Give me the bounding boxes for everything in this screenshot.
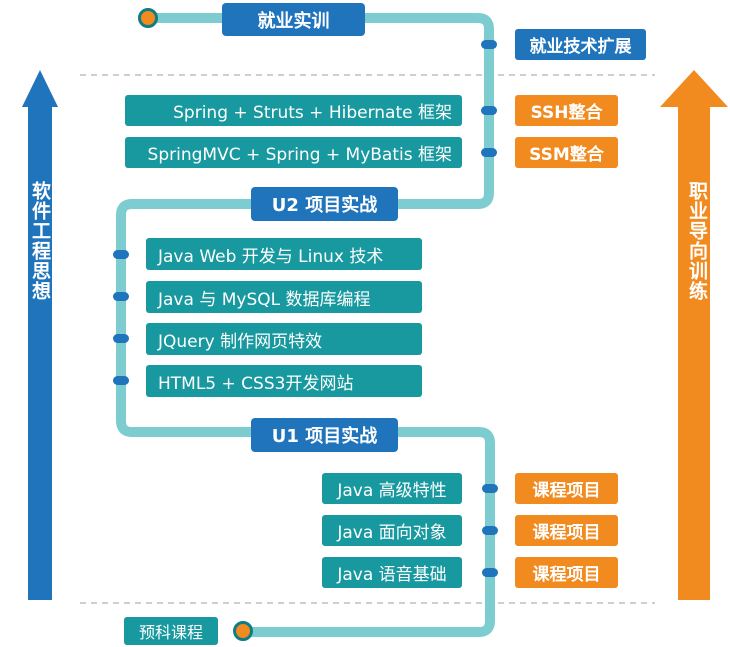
- course-project-tag: 课程项目: [515, 473, 618, 504]
- u2-course-box: Java Web 开发与 Linux 技术: [146, 238, 422, 270]
- employment-extension-tag: 就业技术扩展: [515, 29, 646, 60]
- right-arrow-label: 职业导向训练: [686, 181, 708, 301]
- path-node-dot: [113, 292, 129, 301]
- u2-course-box: HTML5 + CSS3开发网站: [146, 365, 422, 397]
- path-node-dot: [481, 148, 497, 157]
- path-node-dot: [482, 484, 498, 493]
- path-start-dot: [138, 8, 158, 28]
- title-u2-project: U2 项目实战: [251, 187, 398, 221]
- path-node-dot: [113, 376, 129, 385]
- ssh-tag: SSH整合: [515, 95, 618, 126]
- ssm-course-box: SpringMVC + Spring + MyBatis 框架: [125, 137, 462, 168]
- path-node-dot: [113, 334, 129, 343]
- path-node-dot: [113, 250, 129, 259]
- u1-course-box: Java 高级特性: [322, 473, 462, 504]
- title-employment-training: 就业实训: [222, 3, 365, 36]
- u2-course-box: JQuery 制作网页特效: [146, 323, 422, 355]
- path-node-dot: [482, 568, 498, 577]
- path-node-dot: [481, 40, 497, 49]
- path-node-dot: [481, 106, 497, 115]
- ssm-tag: SSM整合: [515, 137, 618, 168]
- u2-course-box: Java 与 MySQL 数据库编程: [146, 281, 422, 313]
- course-project-tag: 课程项目: [515, 515, 618, 546]
- career-path-line: [116, 13, 495, 637]
- u1-course-box: Java 语音基础: [322, 557, 462, 588]
- path-node-dot: [482, 526, 498, 535]
- left-arrow-label: 软件工程思想: [29, 181, 51, 301]
- title-u1-project: U1 项目实战: [251, 418, 398, 452]
- path-end-dot: [233, 621, 253, 641]
- ssh-course-box: Spring + Struts + Hibernate 框架: [125, 95, 462, 126]
- preparatory-course-box: 预科课程: [124, 617, 218, 645]
- course-project-tag: 课程项目: [515, 557, 618, 588]
- left-arrow-shape: [22, 70, 58, 600]
- u1-course-box: Java 面向对象: [322, 515, 462, 546]
- right-arrow-shape: [660, 70, 728, 600]
